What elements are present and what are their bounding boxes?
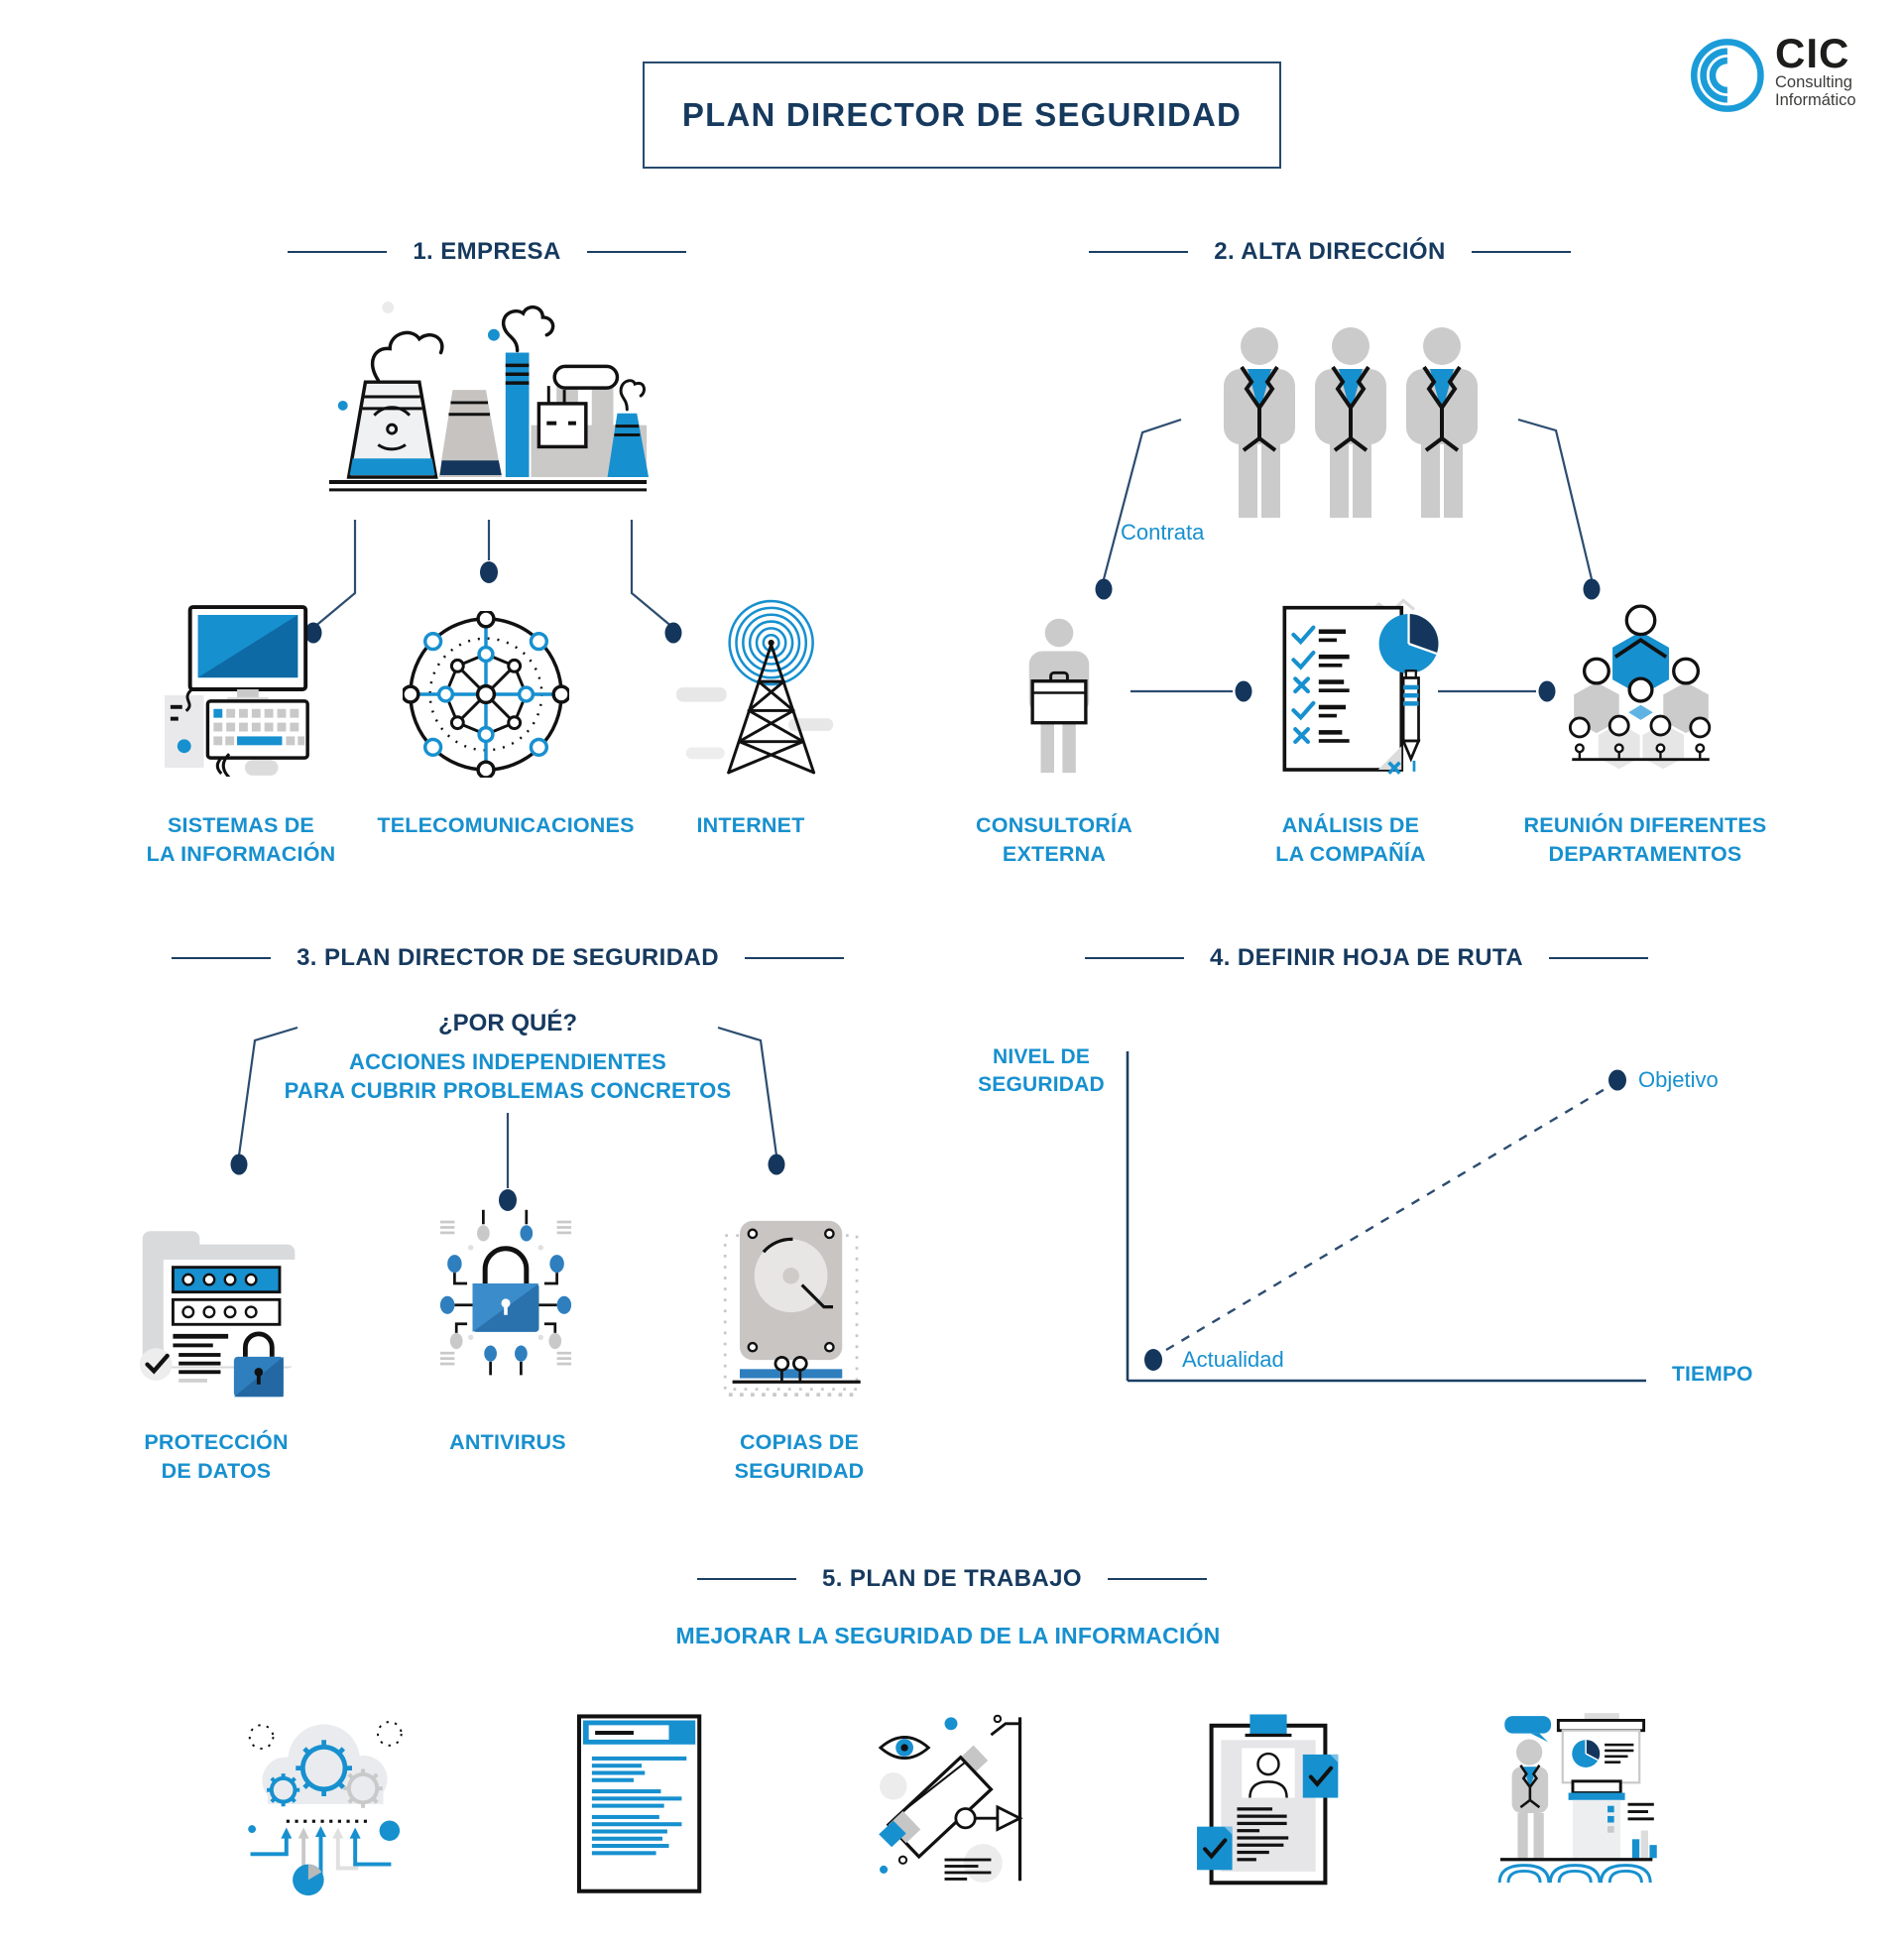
section-heading-plan-trabajo: 5. PLAN DE TRABAJO bbox=[669, 1565, 1235, 1593]
cloud-gears-icon bbox=[248, 1721, 403, 1896]
plan-trabajo-subtitle: MEJORAR LA SEGURIDAD DE LA INFORMACIÓN bbox=[675, 1623, 1221, 1648]
computer-icon bbox=[164, 605, 309, 777]
heading-rule bbox=[1107, 1578, 1207, 1580]
label-internet: INTERNET bbox=[696, 813, 805, 837]
heading-rule bbox=[586, 251, 686, 253]
cic-logo: CIC Consulting Informático bbox=[1684, 30, 1856, 117]
label-telecomunicaciones: TELECOMUNICACIONES bbox=[377, 813, 635, 837]
cic-logo-text: CIC Consulting Informático bbox=[1775, 30, 1856, 110]
cic-logo-tagline1: Consulting bbox=[1775, 72, 1852, 91]
cic-logo-tagline2: Informático bbox=[1775, 91, 1856, 110]
label-copias-seguridad: COPIAS DE SEGURIDAD bbox=[734, 1430, 865, 1483]
empresa-connectors bbox=[312, 520, 674, 629]
consultant-icon bbox=[1028, 618, 1090, 774]
heading-rule bbox=[744, 957, 844, 959]
label-sistemas-informacion: SISTEMAS DE LA INFORMACIÓN bbox=[146, 813, 336, 866]
heading-rule bbox=[1085, 957, 1185, 959]
heading-rule bbox=[697, 1578, 797, 1580]
plan-director-connectors bbox=[237, 1026, 778, 1188]
section-heading-hoja-ruta: 4. DEFINIR HOJA DE RUTA bbox=[1085, 944, 1648, 972]
chart-label-objetivo: Objetivo bbox=[1638, 1067, 1719, 1092]
heading-text: 1. EMPRESA bbox=[413, 238, 561, 265]
presentation-icon bbox=[1497, 1713, 1657, 1884]
label-consultoria-externa: CONSULTORÍA EXTERNA bbox=[976, 813, 1132, 866]
antenna-icon bbox=[675, 599, 834, 775]
heading-rule bbox=[288, 251, 388, 253]
cctv-icon bbox=[878, 1714, 1023, 1883]
por-que-question: ¿POR QUÉ? bbox=[437, 1010, 577, 1036]
heading-rule bbox=[172, 957, 272, 959]
chart-point-actualidad bbox=[1144, 1349, 1162, 1371]
heading-rule bbox=[1471, 251, 1571, 253]
page-title: PLAN DIRECTOR DE SEGURIDAD bbox=[681, 96, 1243, 133]
label-analisis-compania: ANÁLISIS DE LA COMPAÑÍA bbox=[1275, 813, 1426, 866]
page-title-box: PLAN DIRECTOR DE SEGURIDAD bbox=[643, 61, 1281, 169]
alta-direccion-connector-dots bbox=[1095, 578, 1601, 702]
checklist-icon bbox=[1282, 598, 1439, 775]
empresa-connector-dots bbox=[304, 561, 682, 644]
heading-text: 2. ALTA DIRECCIÓN bbox=[1214, 238, 1446, 265]
label-antivirus: ANTIVIRUS bbox=[449, 1430, 566, 1454]
heading-text: 5. PLAN DE TRABAJO bbox=[822, 1565, 1082, 1592]
label-reunion-departamentos: REUNIÓN DIFERENTES DEPARTAMENTOS bbox=[1523, 813, 1767, 866]
alta-direccion-connectors bbox=[1102, 418, 1594, 693]
cic-logo-name: CIC bbox=[1775, 30, 1850, 76]
por-que-answer: ACCIONES INDEPENDIENTES PARA CUBRIR PROB… bbox=[284, 1049, 732, 1104]
section-heading-plan-director: 3. PLAN DIRECTOR DE SEGURIDAD bbox=[161, 944, 855, 972]
heading-text: 4. DEFINIR HOJA DE RUTA bbox=[1210, 944, 1523, 971]
security-document-icon bbox=[576, 1714, 702, 1893]
factory-icon bbox=[328, 302, 650, 492]
section-heading-alta-direccion: 2. ALTA DIRECCIÓN bbox=[1089, 238, 1571, 266]
chart-label-actualidad: Actualidad bbox=[1182, 1347, 1284, 1372]
chart-x-axis-label: TIEMPO bbox=[1672, 1363, 1753, 1386]
heading-text: 3. PLAN DIRECTOR DE SEGURIDAD bbox=[297, 944, 719, 971]
backup-icon bbox=[723, 1220, 861, 1397]
chart-y-axis-label: NIVEL DE SEGURIDAD bbox=[978, 1045, 1105, 1096]
network-icon bbox=[403, 611, 569, 778]
chart-point-objetivo bbox=[1608, 1069, 1626, 1091]
heading-rule bbox=[1089, 251, 1189, 253]
audit-clipboard-icon bbox=[1197, 1714, 1339, 1886]
heading-rule bbox=[1548, 957, 1648, 959]
chart-trend-dashed-line bbox=[1165, 1086, 1607, 1352]
section-heading-empresa: 1. EMPRESA bbox=[279, 238, 695, 266]
plan-director-connector-dots bbox=[230, 1154, 785, 1211]
cic-logo-icon bbox=[1691, 39, 1764, 112]
meeting-icon bbox=[1568, 604, 1712, 770]
label-contrata: Contrata bbox=[1121, 520, 1205, 545]
data-protection-icon bbox=[139, 1231, 304, 1398]
executives-icon bbox=[1222, 325, 1480, 520]
antivirus-icon bbox=[439, 1209, 572, 1376]
roadmap-chart bbox=[1126, 1051, 1646, 1383]
label-proteccion-datos: PROTECCIÓN DE DATOS bbox=[144, 1430, 289, 1483]
